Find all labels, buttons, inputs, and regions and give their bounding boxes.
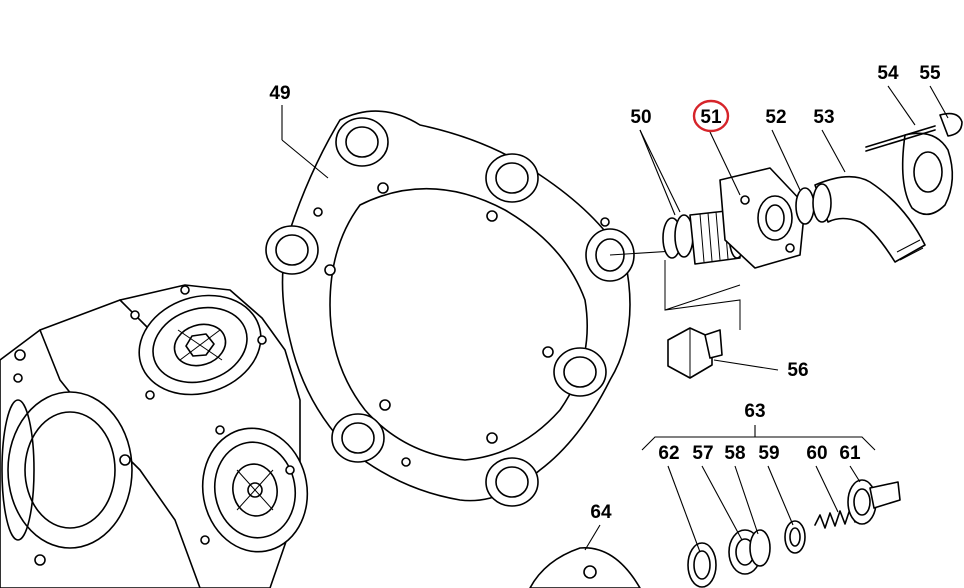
connection-group-50-53	[662, 167, 926, 330]
part-64-housing	[529, 547, 641, 588]
callout-53[interactable]: 53	[813, 107, 834, 128]
callout-59[interactable]: 59	[758, 443, 779, 464]
part-56-plug	[667, 327, 723, 379]
bracket-54-screw-55	[865, 112, 963, 216]
valve-parts-57-62	[687, 479, 901, 588]
callout-50[interactable]: 50	[630, 107, 651, 128]
callout-63[interactable]: 63	[744, 401, 765, 422]
callout-58[interactable]: 58	[724, 443, 745, 464]
pump-body	[0, 284, 309, 588]
callout-62[interactable]: 62	[658, 443, 679, 464]
callout-51[interactable]: 51	[700, 107, 722, 128]
callout-labels: 49 50 51 52 53 54 55 56 57 58 59 60 61 6…	[269, 63, 941, 523]
leader-lines	[281, 85, 949, 553]
part-49-ring-manifold	[265, 110, 691, 507]
callout-49[interactable]: 49	[269, 83, 290, 104]
callout-64[interactable]: 64	[590, 502, 612, 523]
callout-60[interactable]: 60	[806, 443, 827, 464]
callout-55[interactable]: 55	[919, 63, 941, 84]
highlight-ring-51	[692, 99, 730, 133]
callout-52[interactable]: 52	[765, 107, 786, 128]
callout-54[interactable]: 54	[877, 63, 899, 84]
callout-56[interactable]: 56	[787, 360, 808, 381]
callout-57[interactable]: 57	[692, 443, 713, 464]
callout-61[interactable]: 61	[839, 443, 861, 464]
